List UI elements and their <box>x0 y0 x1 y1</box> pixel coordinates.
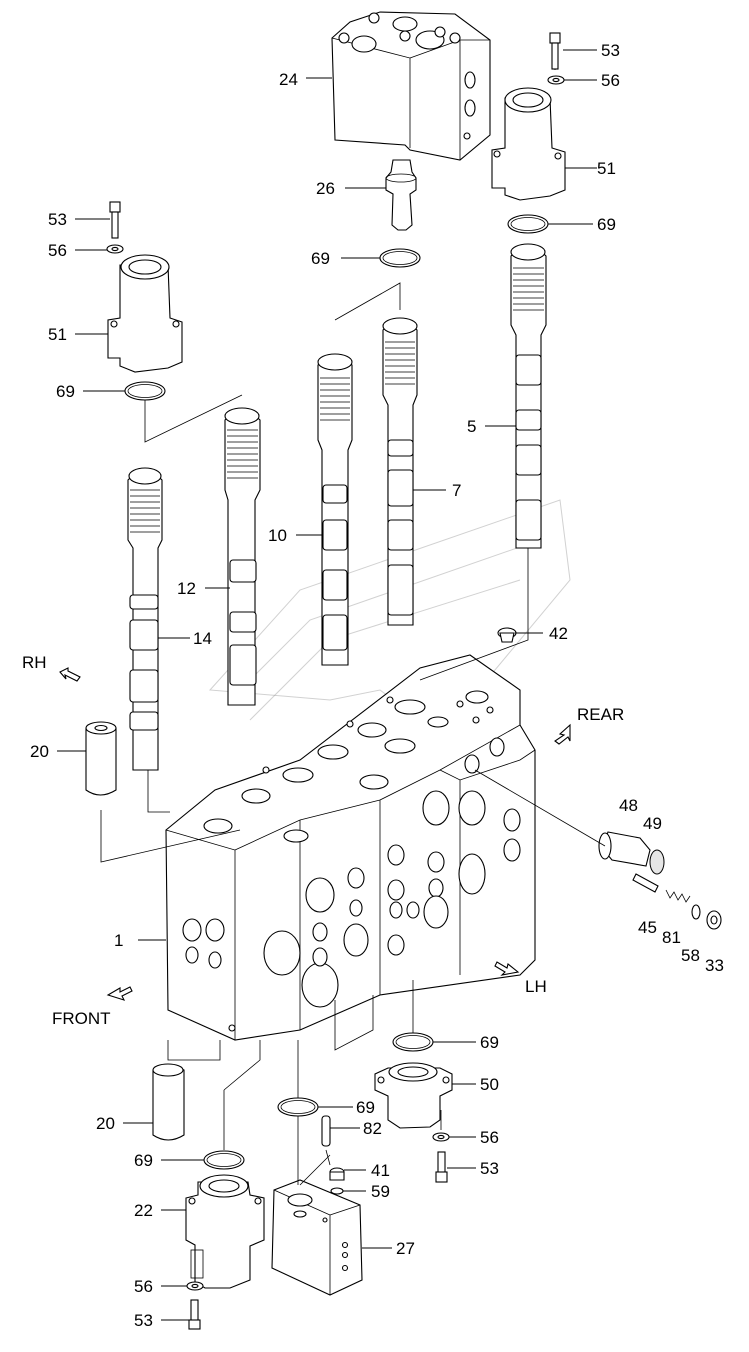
label-49: 49 <box>643 814 662 833</box>
label-69: 69 <box>56 382 75 401</box>
part-12-spool <box>224 407 261 706</box>
arrow-lh-icon <box>494 961 520 976</box>
part-53-bolt-upper-left <box>109 201 121 239</box>
part-51-cover-upper-left <box>107 254 183 373</box>
part-69-oring-lower-center <box>277 1097 319 1117</box>
label-26: 26 <box>316 179 335 198</box>
part-53-bolt-lower-right <box>435 1151 448 1183</box>
arrow-front-icon <box>106 986 133 1001</box>
label-56: 56 <box>480 1128 499 1147</box>
label-53: 53 <box>134 1311 153 1330</box>
part-27-block <box>271 1179 363 1296</box>
part-69-oring-right-top <box>507 214 549 234</box>
label-81: 81 <box>662 928 681 947</box>
label-53: 53 <box>480 1159 499 1178</box>
part-53-bolt-lower-left <box>188 1299 201 1330</box>
part-58-oring <box>691 904 701 920</box>
part-49-plug <box>649 849 665 875</box>
part-10-spool <box>317 353 353 666</box>
part-7-spool <box>382 317 418 626</box>
label-33: 33 <box>705 956 724 975</box>
direction-rh-label: RH <box>22 653 47 672</box>
label-56: 56 <box>48 241 67 260</box>
label-22: 22 <box>134 1201 153 1220</box>
label-69: 69 <box>597 215 616 234</box>
label-42: 42 <box>549 624 568 643</box>
label-20: 20 <box>96 1114 115 1133</box>
part-56-washer-upper-right <box>547 75 565 85</box>
part-69-oring-center <box>379 248 421 268</box>
label-56: 56 <box>134 1277 153 1296</box>
part-22-cover <box>185 1174 265 1289</box>
label-7: 7 <box>452 481 461 500</box>
part-41-plug <box>329 1167 345 1181</box>
label-14: 14 <box>193 629 212 648</box>
leader-lines <box>57 49 606 1321</box>
part-33-plug <box>706 910 722 930</box>
label-12: 12 <box>177 579 196 598</box>
label-59: 59 <box>371 1182 390 1201</box>
label-20: 20 <box>30 742 49 761</box>
part-69-oring-lower-left <box>203 1150 245 1170</box>
part-82-pin <box>321 1115 331 1147</box>
label-10: 10 <box>268 526 287 545</box>
part-24-cover-block <box>331 11 491 161</box>
part-1-valve-body <box>165 654 536 1041</box>
label-5: 5 <box>467 417 476 436</box>
label-45: 45 <box>638 918 657 937</box>
label-82: 82 <box>363 1119 382 1138</box>
label-69: 69 <box>480 1033 499 1052</box>
part-48-sleeve <box>598 831 651 867</box>
part-56-washer-lower-left <box>186 1281 204 1291</box>
label-58: 58 <box>681 946 700 965</box>
part-56-washer-upper-left <box>106 244 124 254</box>
part-20-plug-lower <box>152 1063 185 1141</box>
part-14-spool <box>127 467 163 771</box>
arrow-rear-icon <box>554 723 571 745</box>
label-1: 1 <box>114 931 123 950</box>
arrow-rh-icon <box>59 667 81 682</box>
label-53: 53 <box>48 210 67 229</box>
part-20-plug-upper <box>85 721 117 796</box>
part-51-cover-upper-right <box>491 87 566 201</box>
label-24: 24 <box>279 70 298 89</box>
part-81-spring <box>665 889 691 903</box>
label-50: 50 <box>480 1075 499 1094</box>
direction-front-label: FRONT <box>52 1009 111 1028</box>
part-45-poppet <box>632 873 659 893</box>
part-5-spool <box>510 243 547 549</box>
part-26-plug <box>385 159 417 231</box>
part-69-oring-left <box>124 381 166 401</box>
part-53-bolt-upper-right <box>549 32 561 70</box>
label-27: 27 <box>396 1239 415 1258</box>
label-51: 51 <box>597 159 616 178</box>
part-50-cover <box>374 1062 453 1129</box>
part-56-washer-lower-right <box>432 1132 450 1142</box>
label-69: 69 <box>356 1098 375 1117</box>
label-69: 69 <box>311 249 330 268</box>
label-56: 56 <box>601 71 620 90</box>
part-42-plug <box>497 627 517 643</box>
direction-rear-label: REAR <box>577 705 624 724</box>
label-51: 51 <box>48 325 67 344</box>
direction-labels: RH REAR LH FRONT <box>22 653 624 1028</box>
label-41: 41 <box>371 1161 390 1180</box>
part-number-labels: 24 26 53 56 51 69 69 53 56 51 69 5 7 10 … <box>30 41 724 1330</box>
part-69-oring-lower-right <box>392 1032 434 1052</box>
label-53: 53 <box>601 41 620 60</box>
direction-lh-label: LH <box>525 977 547 996</box>
label-48: 48 <box>619 796 638 815</box>
label-69: 69 <box>134 1151 153 1170</box>
